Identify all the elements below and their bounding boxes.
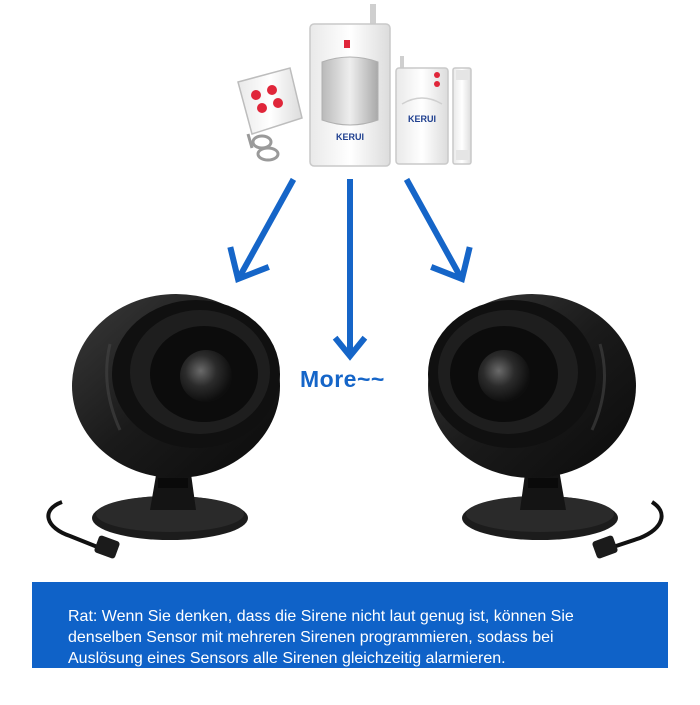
remote-control-icon xyxy=(237,67,303,162)
tip-line: Rat: Wenn Sie denken, dass die Sirene ni… xyxy=(68,608,574,625)
motion-sensor-icon: KERUI xyxy=(309,4,391,167)
left-arrow-icon xyxy=(227,177,297,284)
tip-box: Rat: Wenn Sie denken, dass die Sirene ni… xyxy=(32,582,668,668)
right-arrow-icon xyxy=(403,177,473,284)
siren-right-icon xyxy=(428,294,664,559)
brand-logo-door: KERUI xyxy=(408,114,436,124)
siren-left-icon xyxy=(46,294,280,559)
tip-line: denselben Sensor mit mehreren Sirenen pr… xyxy=(68,629,554,646)
more-label: More~~ xyxy=(300,366,385,392)
door-sensor-icon: KERUI xyxy=(395,56,472,165)
tip-line: Auslösung eines Sensors alle Sirenen gle… xyxy=(68,650,506,667)
center-arrow-icon xyxy=(332,179,368,361)
brand-logo-pir: KERUI xyxy=(336,132,364,142)
